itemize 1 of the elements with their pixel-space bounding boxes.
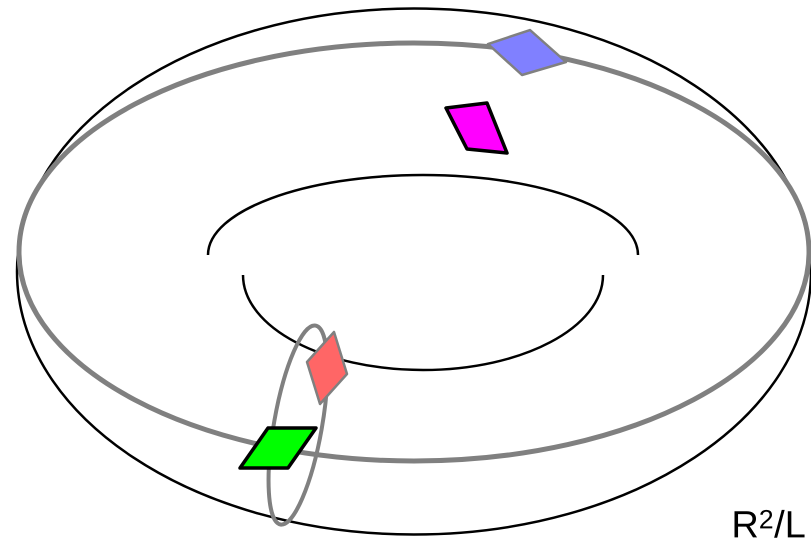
space-label: R$^{2}$/L: [734, 510, 805, 538]
